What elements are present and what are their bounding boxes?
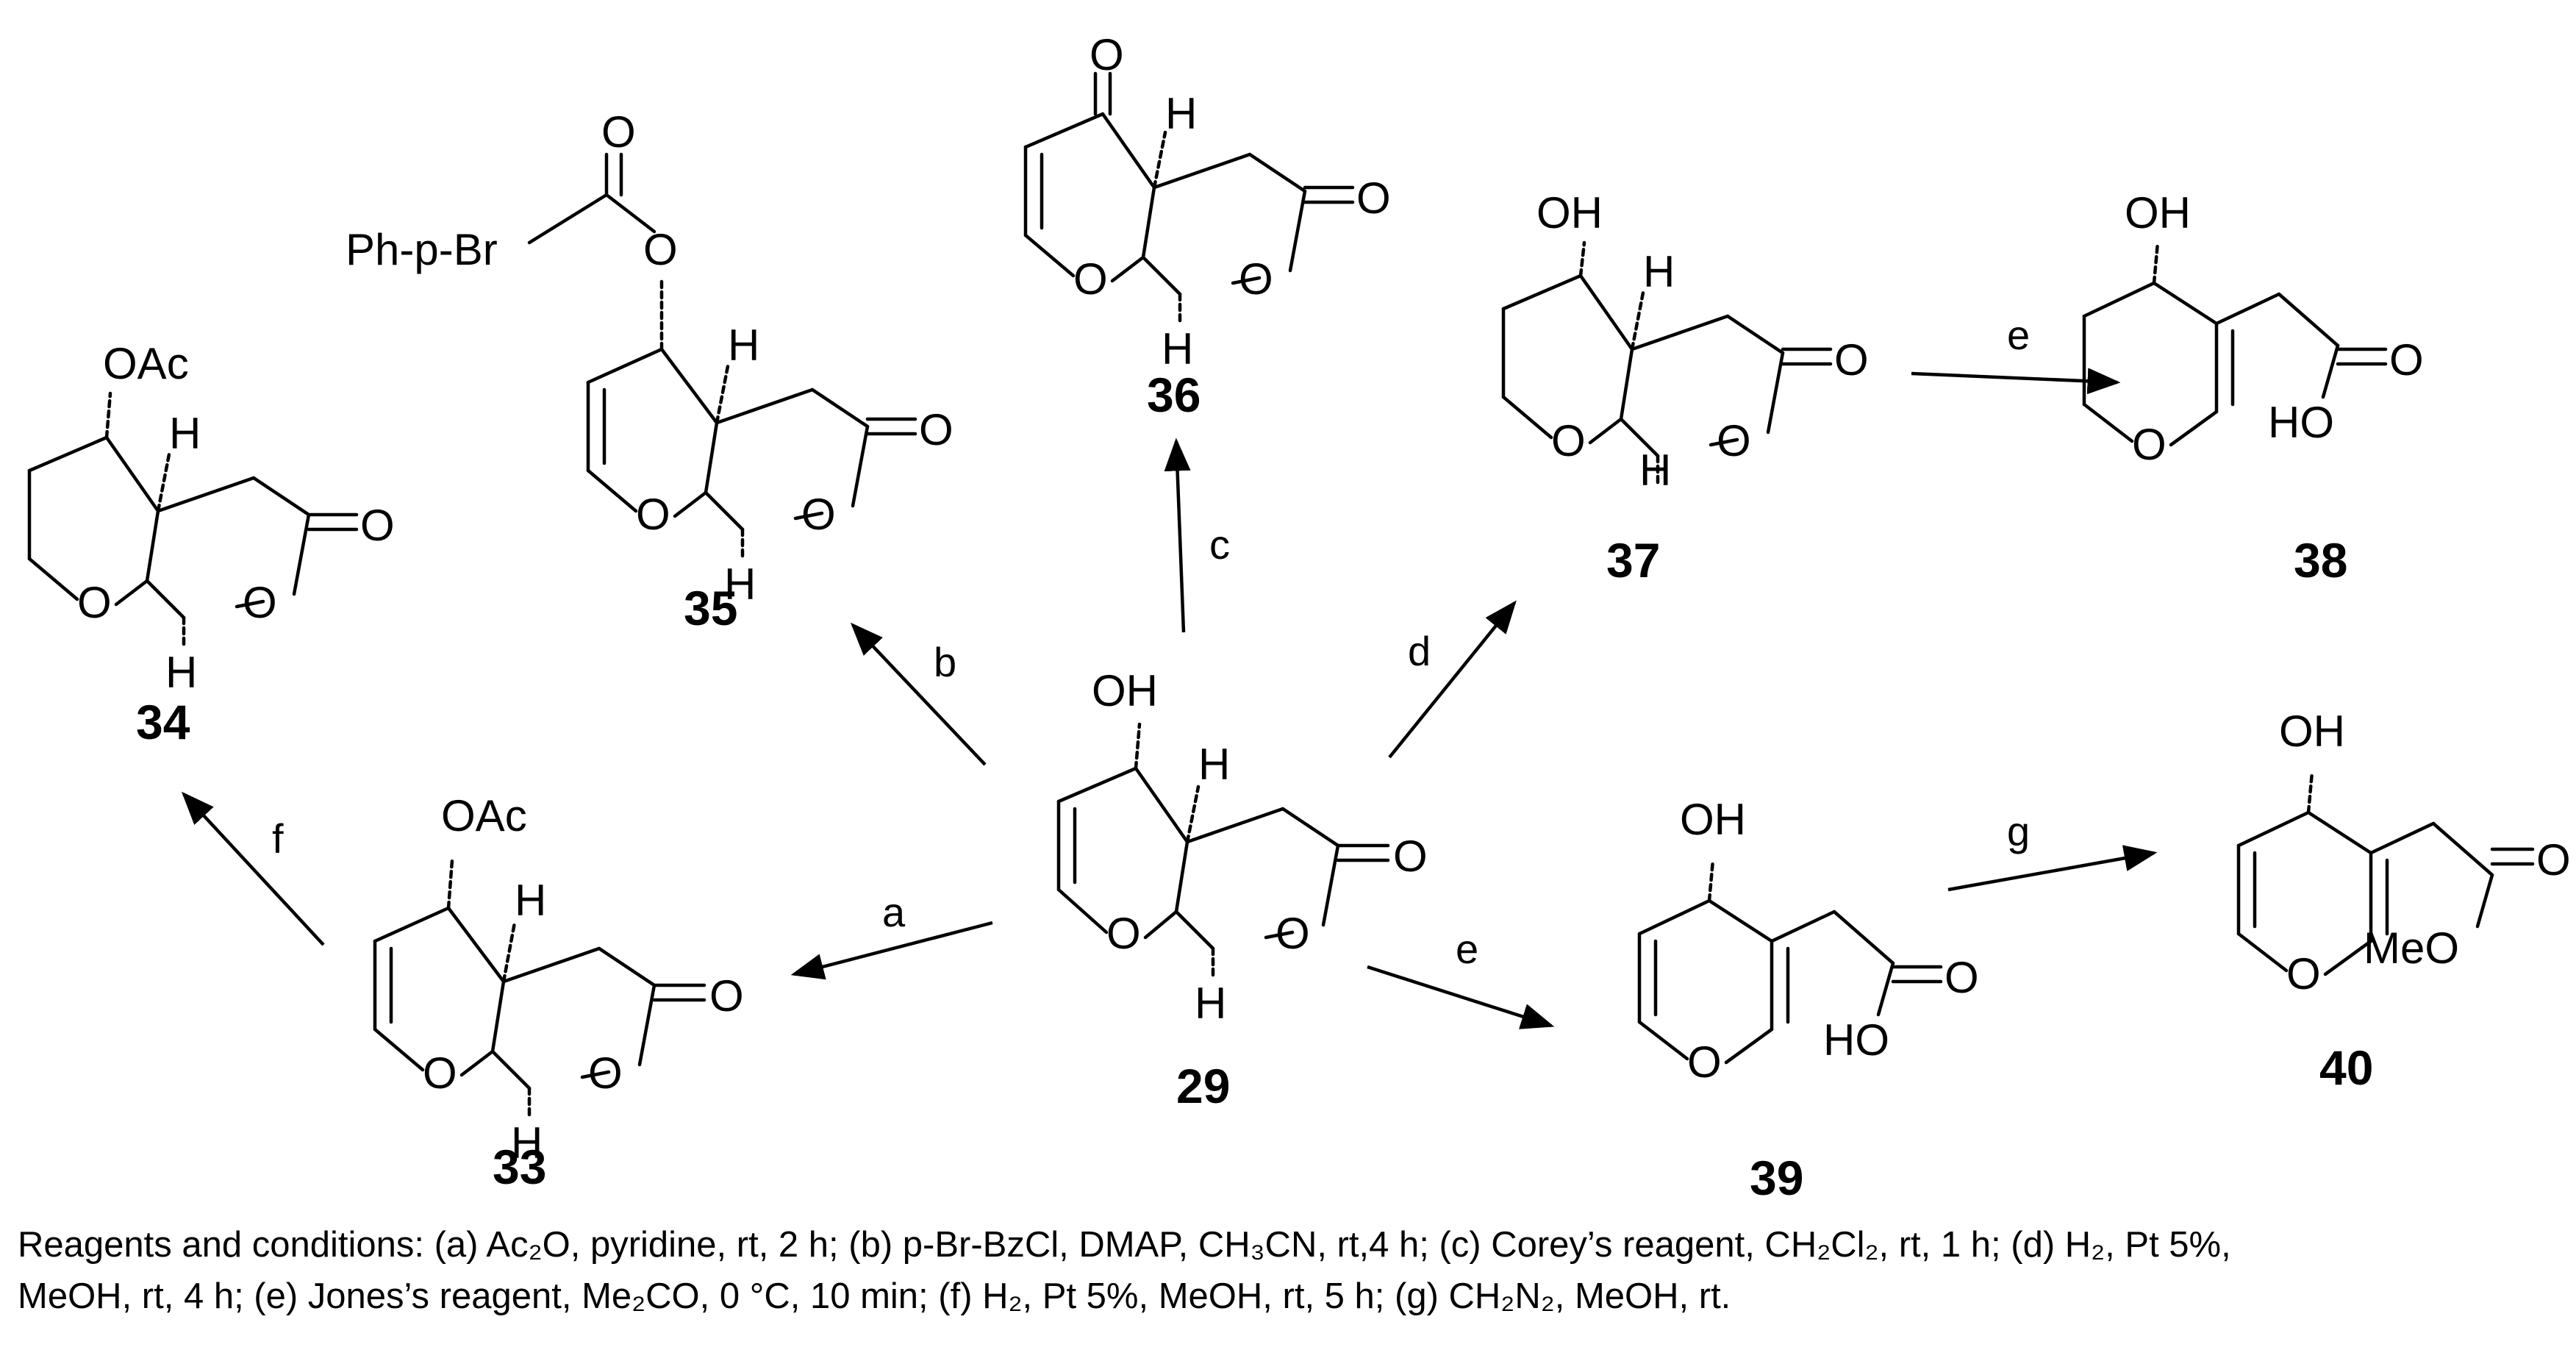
compound-37-carbonyl-o: O [1834,335,1869,385]
compound-38-carbonyl-o: O [2389,335,2424,385]
compound-34-acetate: OAc [103,339,189,388]
reaction-label-e-top: e [2007,312,2030,358]
compound-label-34: 34 [136,695,190,749]
compound-35-ring-o: O [636,490,670,539]
compound-37-structure [1501,240,1833,487]
compound-35-ester-o: O [643,225,678,274]
reaction-arrow-a [790,921,993,980]
compound-36-ring-o: O [1073,254,1108,304]
compound-33-structure [373,858,706,1120]
compound-35-carbonyl-o-top: O [601,107,636,157]
caption-line-2: MeOH, rt, 4 h; (e) Jones’s reagent, Me₂C… [18,1276,1731,1316]
compound-38-hydroxyl: OH [2125,188,2191,237]
reaction-arrow-g [1947,845,2158,892]
compound-37-lactone-o: O [1717,416,1751,465]
compound-37-hydroxyl: OH [1536,188,1603,237]
compound-38-ring-o: O [2132,420,2167,469]
reaction-label-g: g [2007,808,2030,854]
compound-35-structure [527,152,917,561]
compound-label-38: 38 [2294,533,2347,587]
compound-33-acetate: OAc [441,791,527,840]
compound-label-36: 36 [1147,368,1201,422]
compound-34-structure [27,391,359,649]
reaction-label-d: d [1408,628,1431,674]
reaction-arrow-b [850,622,987,766]
reaction-label-e-bottom: e [1456,926,1478,972]
compound-35-h-bottom: H [724,560,756,609]
compound-37-ring-o: O [1551,416,1586,465]
compound-35-carbonyl-o: O [919,405,954,454]
compound-29-lactone-o: O [1276,909,1310,958]
compound-34-h-top: H [169,409,201,458]
compound-36-carbonyl-o: O [1356,174,1391,223]
compound-39-carbonyl-o: O [1944,953,1979,1002]
compound-36-structure [1023,71,1355,326]
compound-35-h-top: H [728,321,759,370]
reaction-label-b: b [934,639,956,685]
compound-40-methoxy: MeO [2364,923,2459,973]
compound-34-ring-o: O [77,578,112,627]
compound-label-29: 29 [1176,1059,1230,1113]
compound-37-h-top: H [1643,247,1675,296]
reaction-arrow-e-bottom [1367,965,1555,1029]
compound-33-h-bottom: H [511,1118,543,1168]
compound-33-carbonyl-o: O [709,971,744,1021]
compound-label-39: 39 [1750,1151,1803,1205]
compound-label-40: 40 [2319,1040,2373,1095]
reaction-label-a: a [882,889,906,935]
compound-38-structure [2082,240,2388,447]
reaction-label-c: c [1209,521,1230,568]
reaction-arrow-e-top [1911,368,2121,395]
compound-36-lactone-o: O [1239,254,1273,304]
compound-34-lactone-o: O [243,578,277,627]
compound-34-carbonyl-o: O [360,501,395,550]
compound-38-acid-oh: HO [2268,398,2334,447]
compound-39-structure [1637,858,1943,1065]
compound-35-p-bromophenyl: Ph-p-Br [346,225,498,274]
compound-37-h-bottom: H [1639,446,1671,495]
reaction-arrow-c [1164,437,1191,633]
compound-33-lactone-o: O [588,1048,623,1098]
compound-29-hydroxyl: OH [1092,666,1158,715]
compound-label-33: 33 [493,1140,546,1194]
compound-40-ring-o: O [2286,949,2321,998]
reaction-label-f: f [272,815,284,862]
reagents-caption: Reagents and conditions: (a) Ac₂O, pyrid… [18,1219,2561,1322]
compound-29-h-top: H [1198,740,1230,789]
compound-label-37: 37 [1606,533,1660,587]
caption-line-1: Reagents and conditions: (a) Ac₂O, pyrid… [18,1225,2231,1265]
compound-39-hydroxyl: OH [1680,795,1746,844]
compound-40-hydroxyl: OH [2279,707,2345,756]
compound-36-h-bottom: H [1162,324,1193,374]
compound-35-lactone-o: O [801,490,836,539]
compound-33-h-top: H [515,876,546,925]
reaction-arrow-d [1388,600,1517,759]
compound-29-ring-o: O [1106,909,1141,958]
compound-40-structure [2236,770,2535,976]
compound-29-carbonyl-o: O [1393,832,1428,881]
compound-40-carbonyl-o: O [2536,835,2571,885]
compound-36-h-top: H [1165,89,1197,138]
compound-label-35: 35 [684,581,737,635]
compound-39-ring-o: O [1687,1037,1722,1087]
compound-33-ring-o: O [423,1048,457,1098]
reaction-arrow-f [181,791,325,946]
compound-39-acid-oh: HO [1823,1015,1889,1065]
compound-29-structure [1056,722,1390,980]
compound-34-h-bottom: H [165,648,197,697]
compound-36-ketone-o: O [1090,30,1124,79]
compound-29-h-bottom: H [1195,979,1226,1028]
